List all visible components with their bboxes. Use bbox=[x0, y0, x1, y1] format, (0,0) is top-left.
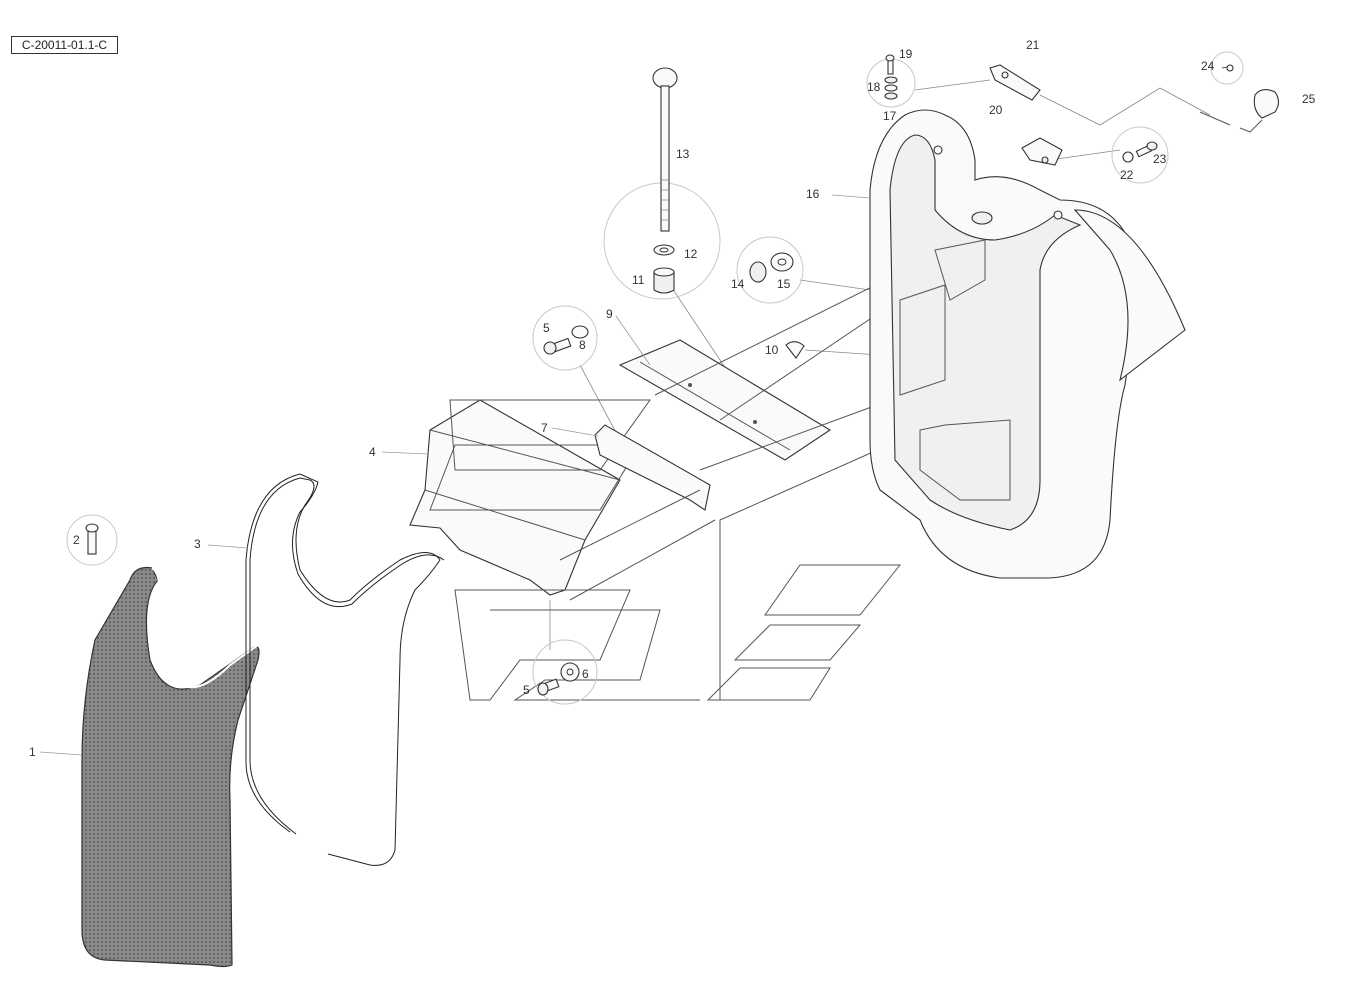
label-4: 4 bbox=[369, 445, 376, 459]
part-1-mud-flap bbox=[81, 566, 260, 968]
label-21: 21 bbox=[1026, 38, 1040, 52]
part-16-rear-frame bbox=[869, 109, 1186, 579]
part-21-bracket bbox=[989, 64, 1041, 101]
part-2-bolt bbox=[66, 514, 118, 566]
label-11: 11 bbox=[632, 273, 645, 287]
label-6: 6 bbox=[582, 667, 589, 681]
label-15: 15 bbox=[777, 277, 791, 291]
label-2: 2 bbox=[73, 533, 80, 547]
leader-lines bbox=[39, 194, 871, 756]
parts-22-23-bolt-washer bbox=[1111, 126, 1169, 184]
label-8: 8 bbox=[579, 338, 586, 352]
part-number-labels: 1 2 3 4 5 6 7 8 9 10 11 12 13 14 15 16 1… bbox=[29, 38, 1316, 759]
part-12-washer bbox=[653, 244, 675, 256]
parts-24-25-latch bbox=[1199, 51, 1280, 133]
label-20: 20 bbox=[989, 103, 1003, 117]
parts-5-6-bolt-washer bbox=[532, 639, 598, 705]
part-3-seal-strip bbox=[245, 473, 445, 866]
part-11-bushing bbox=[653, 267, 675, 294]
label-23: 23 bbox=[1153, 152, 1167, 166]
label-16: 16 bbox=[806, 187, 820, 201]
part-10-clip bbox=[785, 341, 805, 359]
label-9: 9 bbox=[606, 307, 613, 321]
label-18: 18 bbox=[867, 80, 881, 94]
label-17: 17 bbox=[883, 109, 897, 123]
label-10: 10 bbox=[765, 343, 779, 357]
label-7: 7 bbox=[541, 421, 548, 435]
parts-14-15-bushings bbox=[736, 236, 804, 304]
label-14: 14 bbox=[731, 277, 745, 291]
diagram-code-label: C-20011-01.1-C bbox=[11, 36, 118, 54]
label-19: 19 bbox=[899, 47, 913, 61]
label-13: 13 bbox=[676, 147, 690, 161]
part-13-bolt bbox=[603, 67, 721, 300]
label-12: 12 bbox=[684, 247, 698, 261]
bracket-outline-lines bbox=[429, 399, 902, 701]
parts-5-8-bolt-washer bbox=[532, 305, 598, 371]
label-5-upper: 5 bbox=[543, 321, 550, 335]
label-5-lower: 5 bbox=[523, 683, 530, 697]
label-24: 24 bbox=[1201, 59, 1215, 73]
part-9-plate bbox=[618, 339, 832, 461]
part-4-cover bbox=[409, 399, 621, 596]
parts-17-19-fastener-stack bbox=[866, 54, 916, 108]
part-20-bracket bbox=[1021, 137, 1063, 166]
label-22: 22 bbox=[1120, 168, 1134, 182]
part-7-bracket bbox=[594, 424, 711, 511]
label-1: 1 bbox=[29, 745, 36, 759]
label-25: 25 bbox=[1302, 92, 1316, 106]
label-3: 3 bbox=[194, 537, 201, 551]
